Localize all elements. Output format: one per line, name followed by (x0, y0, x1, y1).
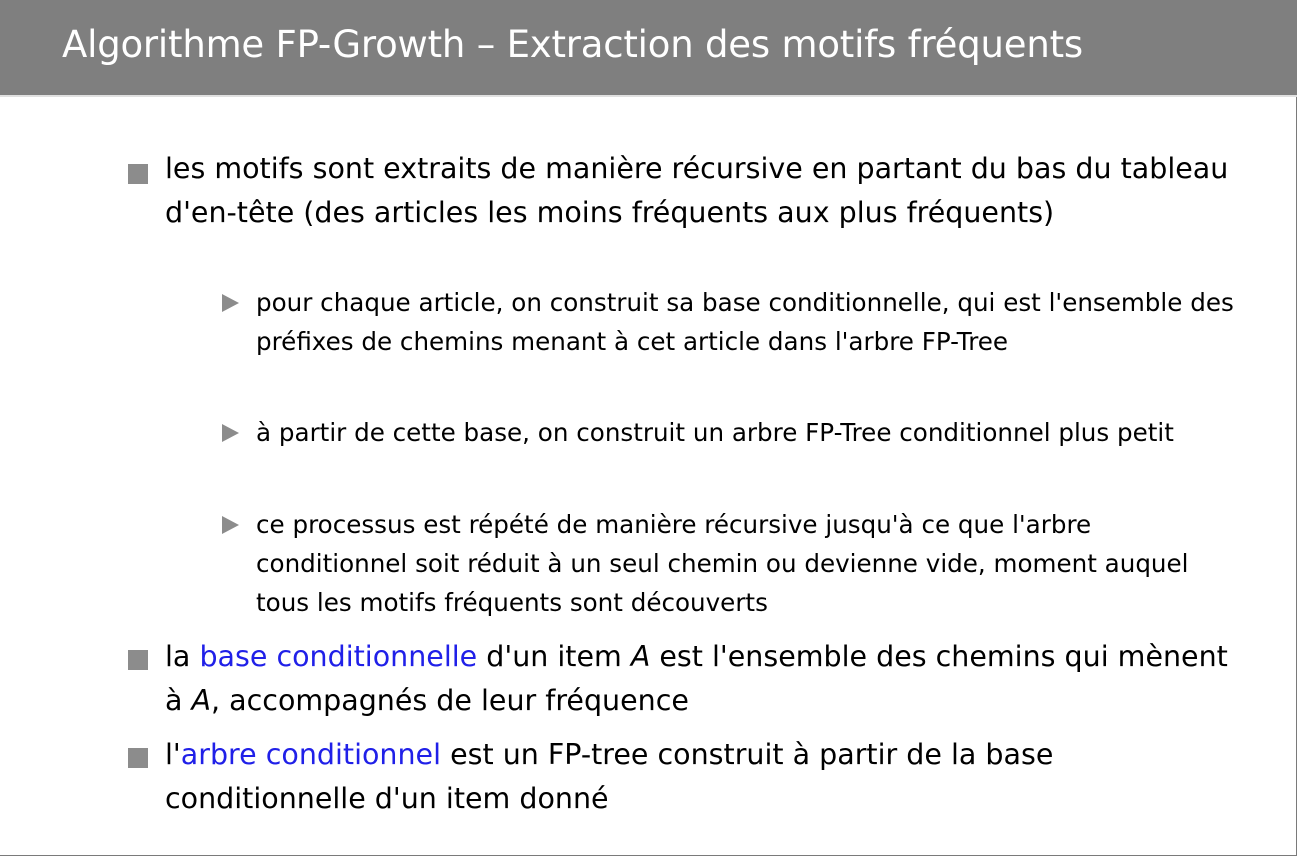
sub-bullet-2-text: à partir de cette base, on construit un … (256, 418, 1174, 447)
bullet-3-post: est un FP-tree construit à partir de la … (165, 738, 1054, 815)
bullet-2-post: , accompagnés de leur fréquence (211, 684, 689, 717)
base-conditionnelle-term: base conditionnelle (199, 640, 478, 673)
bullet-2-mid2: est l'ensemble des chemins qui mènent à (165, 640, 1228, 717)
variable-a: A (191, 684, 212, 717)
bullet-1-text: les motifs sont extraits de manière récu… (165, 152, 1229, 229)
bullet-3-text: l'arbre conditionnel est un FP-tree cons… (165, 733, 1235, 821)
slide-title: Algorithme FP-Growth – Extraction des mo… (62, 23, 1083, 66)
triangle-bullet-icon (222, 294, 239, 312)
arbre-conditionnel-term: arbre conditionnel (180, 738, 442, 771)
sub-bullet-1-text: pour chaque article, on construit sa bas… (256, 288, 1234, 356)
bullet-3-pre: l' (165, 738, 181, 771)
bullet-2-pre: la (165, 640, 200, 673)
variable-a: A (630, 640, 651, 673)
bullet-2-text: la base conditionnelle d'un item A est l… (165, 635, 1235, 723)
square-bullet-icon (128, 748, 148, 768)
square-bullet-icon (128, 650, 148, 670)
triangle-bullet-icon (222, 424, 239, 442)
slide-header: Algorithme FP-Growth – Extraction des mo… (0, 0, 1297, 97)
triangle-bullet-icon (222, 516, 239, 534)
bullet-2-mid1: d'un item (477, 640, 631, 673)
sub-bullet-3-text: ce processus est répété de manière récur… (256, 510, 1189, 617)
square-bullet-icon (128, 164, 148, 184)
